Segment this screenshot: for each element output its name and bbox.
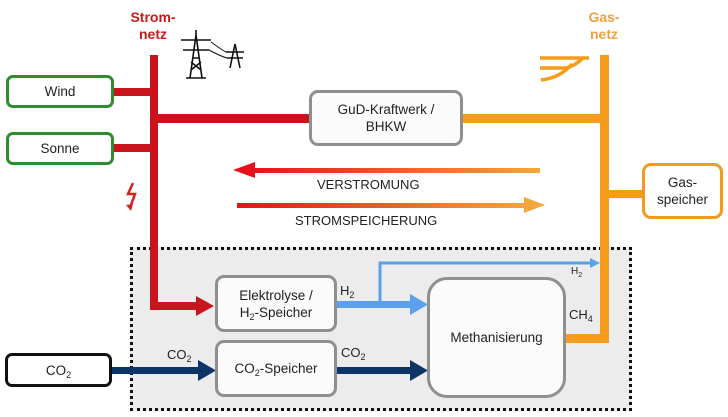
stromspeicherung-label: STROMSPEICHERUNG (295, 213, 438, 228)
elektrolyse-label-line1: Elektrolyse / (239, 287, 313, 303)
lightning-icon (126, 182, 137, 209)
co2-in-label: CO2 (167, 347, 192, 364)
h2-bypass-label: H2 (571, 266, 583, 279)
gas-bus (600, 55, 609, 343)
verstromung-label: VERSTROMUNG (317, 177, 420, 192)
methanisierung-label: Methanisierung (450, 330, 543, 345)
wind-source[interactable]: Wind (6, 75, 114, 108)
co2-out-label: CO2 (341, 345, 366, 362)
co2-in-shaft (111, 367, 201, 374)
plant-label-line2: BHKW (365, 119, 407, 134)
sonne-connector (113, 144, 153, 152)
h2-shaft (336, 301, 413, 308)
ch4-connector (564, 334, 609, 343)
stromnetz-label: Strom- netz (124, 9, 182, 43)
strom-to-plant (154, 114, 310, 123)
elektrolyse-label-line2: H2-Speicher (239, 304, 313, 322)
sonne-source[interactable]: Sonne (6, 132, 114, 165)
lightning-tip (126, 204, 133, 211)
sonne-label: Sonne (40, 141, 80, 156)
stromnetz-label-line2: netz (139, 26, 167, 42)
stromspeicherung-shaft (237, 203, 530, 208)
verstromung-arrowhead (233, 162, 255, 178)
gas-to-storage (604, 190, 644, 198)
storage-label-line1: Gas- (667, 175, 698, 190)
verstromung-shaft (250, 168, 540, 173)
gasnetz-label-line1: Gas- (588, 9, 620, 25)
methanisierung-box[interactable]: Methanisierung (427, 277, 566, 398)
power-pylon-icon (181, 30, 244, 79)
stromnetz-label-line1: Strom- (130, 9, 176, 25)
co2-in-arrowhead (198, 360, 216, 381)
strom-to-elektrolyse (150, 302, 198, 310)
gas-pipeline-icon (540, 56, 589, 82)
h2-arrowhead (410, 294, 428, 315)
storage-label-line2: speicher (656, 192, 709, 207)
gasnetz-label: Gas- netz (578, 9, 630, 43)
co2-out-arrowhead (410, 360, 428, 381)
strom-bus (150, 55, 158, 310)
co2-speicher-label: CO2-Speicher (234, 361, 318, 378)
wind-label: Wind (44, 84, 76, 99)
strom-arrowhead (196, 296, 214, 316)
elektrolyse-box[interactable]: Elektrolyse / H2-Speicher (215, 275, 337, 332)
h2-stream-label: H2 (340, 283, 355, 300)
gud-kraftwerk-box[interactable]: GuD-Kraftwerk / BHKW (309, 90, 463, 146)
stromspeicherung-arrowhead (524, 197, 545, 213)
plant-label-line1: GuD-Kraftwerk / (337, 102, 435, 117)
gasnetz-label-line2: netz (590, 26, 618, 42)
co2-source[interactable]: CO2 (5, 353, 112, 387)
co2-speicher-box[interactable]: CO2-Speicher (215, 340, 337, 397)
ch4-stream-label: CH4 (569, 307, 593, 324)
wind-connector (113, 88, 153, 96)
gasspeicher-box[interactable]: Gas- speicher (642, 163, 723, 219)
co2-out-shaft (336, 367, 413, 374)
plant-to-gas (462, 114, 604, 123)
co2-source-label: CO2 (45, 362, 72, 380)
h2-bypass-line (378, 261, 592, 303)
h2-bypass-arrowhead (590, 258, 600, 268)
